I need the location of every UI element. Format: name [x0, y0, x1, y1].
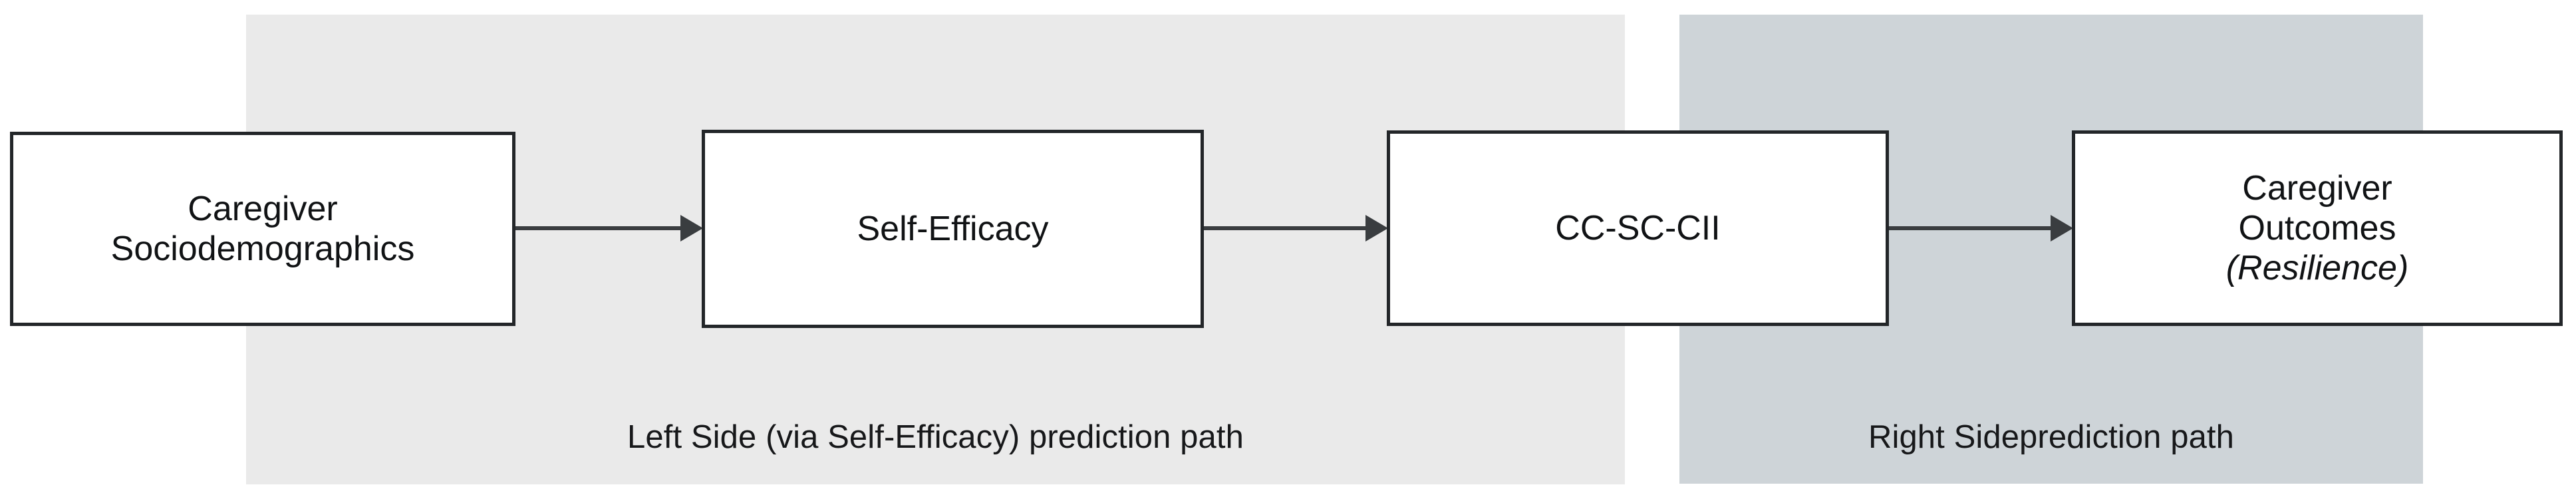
connector-line	[1889, 226, 2052, 230]
node-cc-sc-cii: CC-SC-CII	[1387, 130, 1889, 326]
node-caregiver-outcomes: Caregiver Outcomes (Resilience)	[2072, 130, 2563, 326]
arrow-head-icon	[1365, 215, 1388, 242]
connector-self-efficacy-to-cc-sc-cii	[1204, 215, 1388, 242]
node-caregiver-sociodemographics: Caregiver Sociodemographics	[10, 132, 515, 326]
connector-sociodemographics-to-self-efficacy	[515, 215, 703, 242]
connector-cc-sc-cii-to-outcomes	[1889, 215, 2073, 242]
node-label: Self-Efficacy	[857, 210, 1049, 248]
group-caption-left-path: Left Side (via Self-Efficacy) prediction…	[627, 419, 1244, 455]
node-self-efficacy: Self-Efficacy	[702, 130, 1204, 328]
node-label: Caregiver Outcomes	[2238, 169, 2396, 248]
group-caption-right-path: Right Sideprediction path	[1868, 419, 2235, 455]
node-text-wrapper: Caregiver Outcomes (Resilience)	[2226, 168, 2409, 288]
arrow-head-icon	[680, 215, 703, 242]
node-label: Caregiver Sociodemographics	[110, 190, 415, 268]
arrow-head-icon	[2051, 215, 2073, 242]
connector-line	[515, 226, 682, 230]
node-label: CC-SC-CII	[1555, 209, 1721, 248]
node-sub-label: (Resilience)	[2225, 249, 2409, 287]
connector-line	[1204, 226, 1367, 230]
